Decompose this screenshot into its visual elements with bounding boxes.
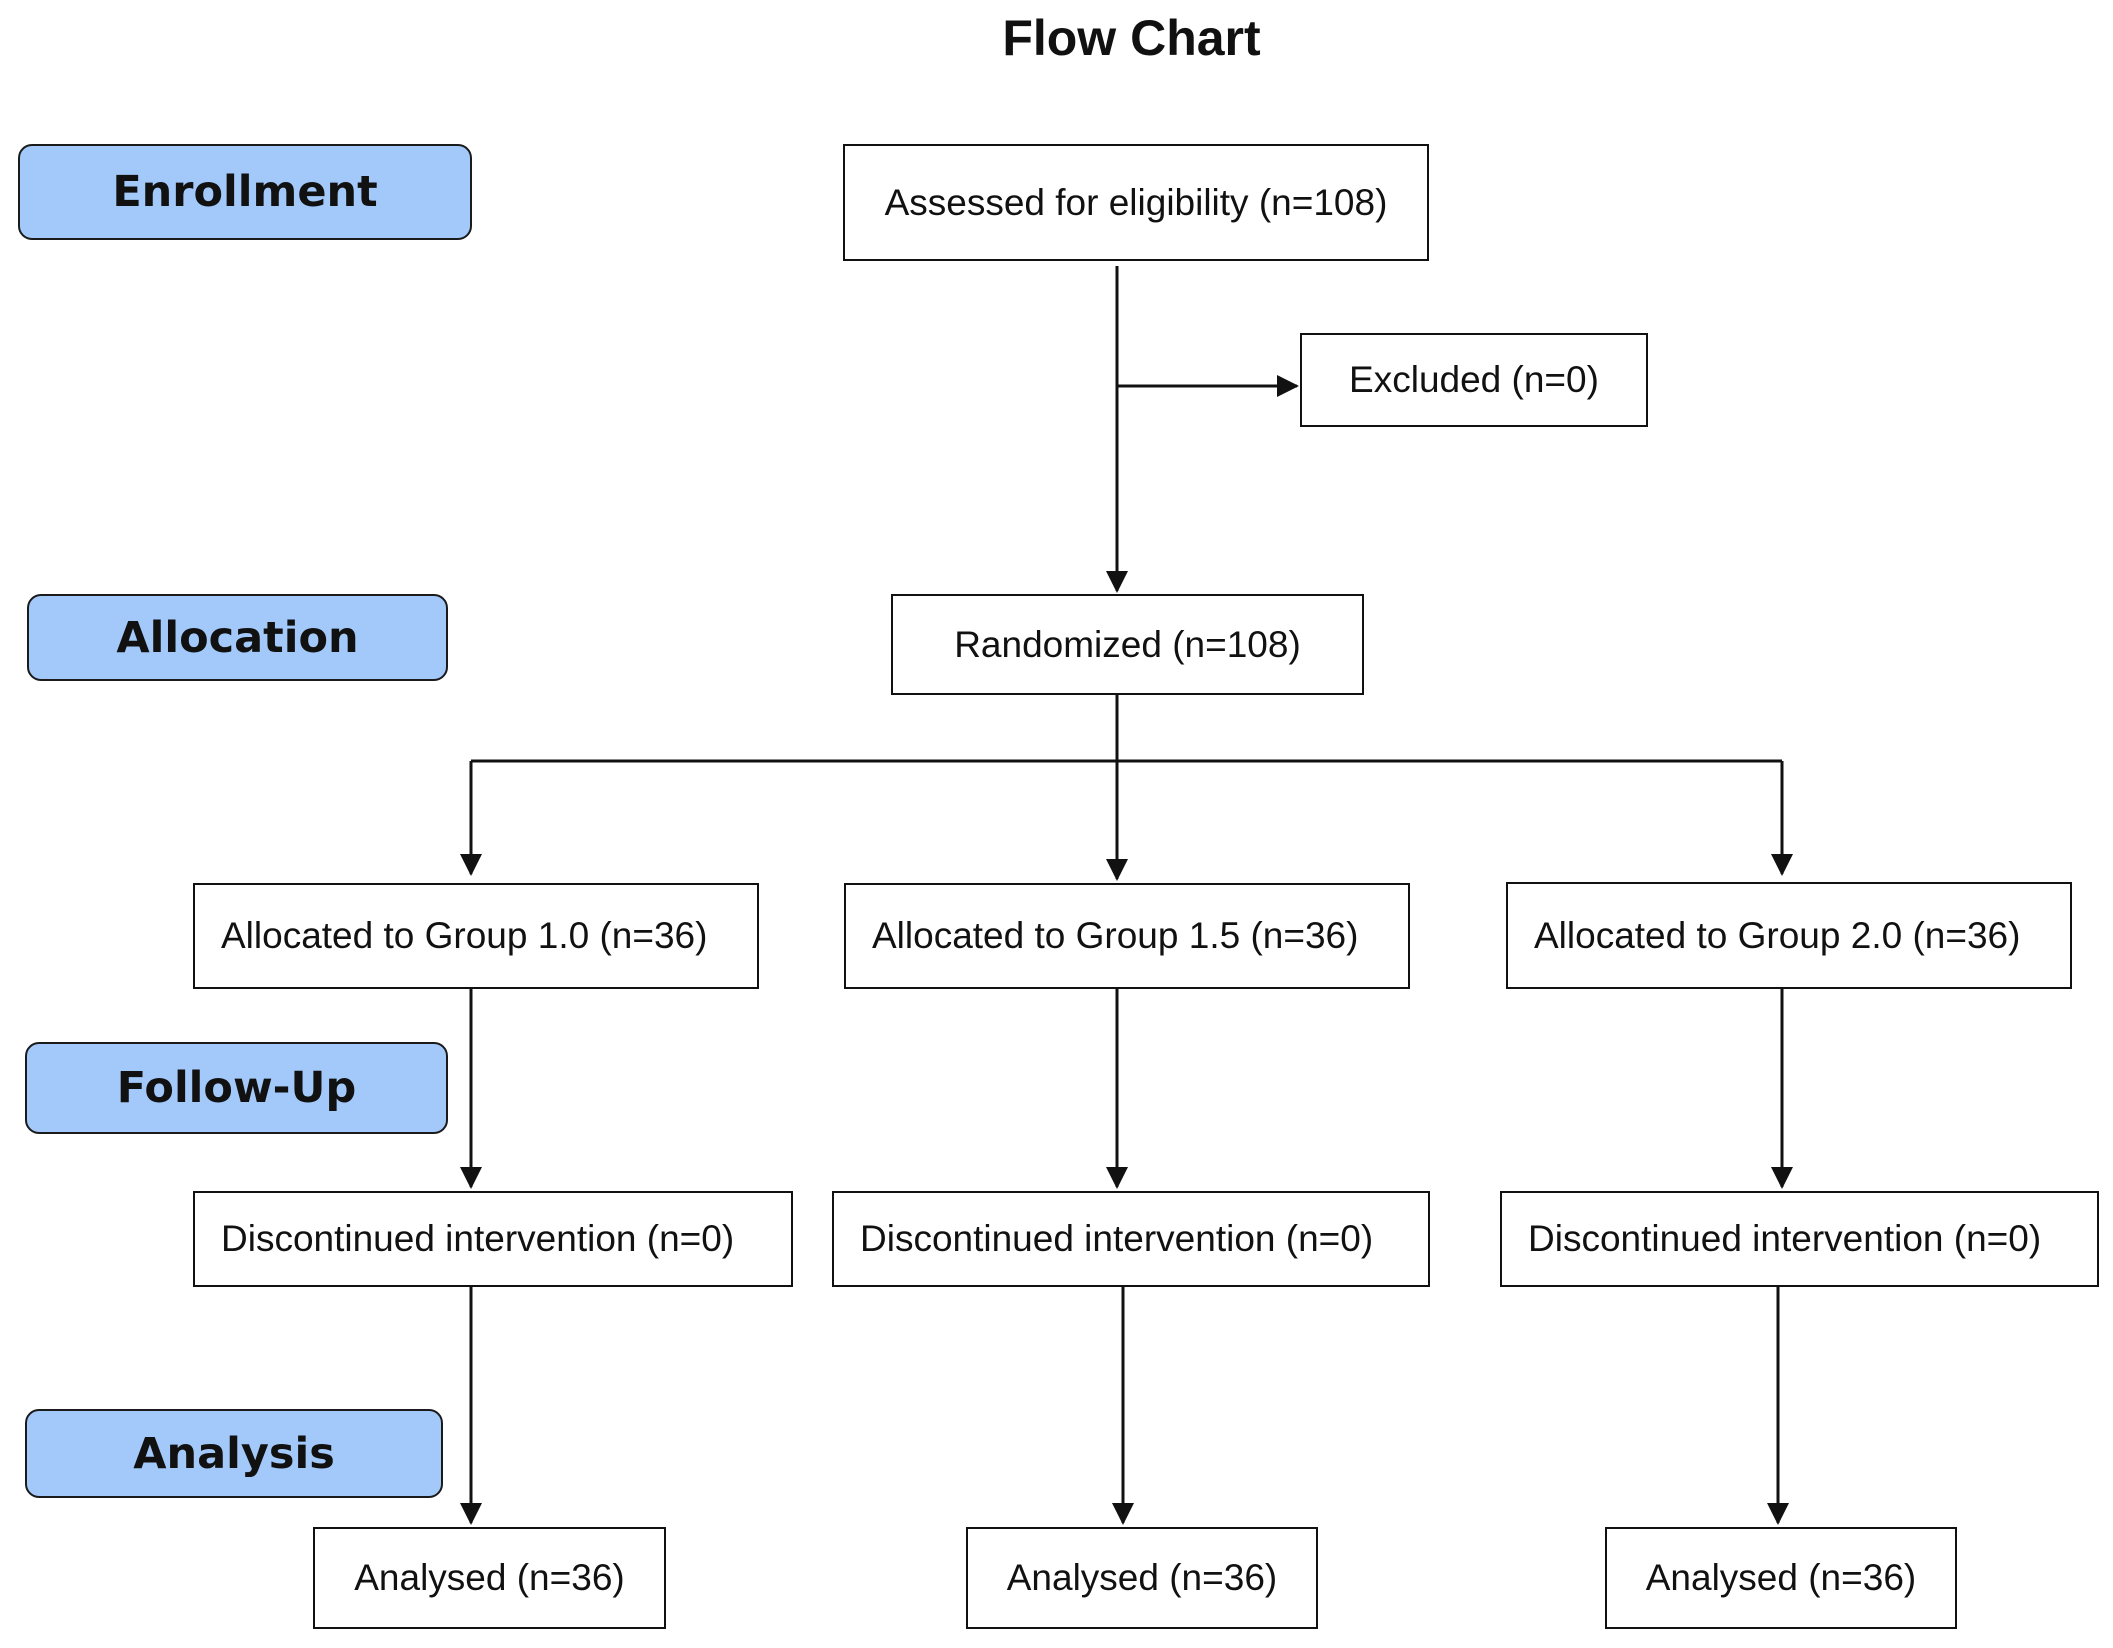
discontinued-group-2-box: Discontinued intervention (n=0): [832, 1191, 1430, 1287]
discontinued-group-1-box: Discontinued intervention (n=0): [193, 1191, 793, 1287]
flow-chart-title: Flow Chart: [1002, 10, 1261, 66]
analysed-group-1-box: Analysed (n=36): [313, 1527, 666, 1629]
stage-analysis: Analysis: [25, 1409, 443, 1498]
analysed-group-3-box: Analysed (n=36): [1605, 1527, 1957, 1629]
allocated-group-2-box: Allocated to Group 1.5 (n=36): [844, 883, 1410, 989]
excluded-box: Excluded (n=0): [1300, 333, 1648, 427]
analysed-group-2-box: Analysed (n=36): [966, 1527, 1318, 1629]
randomized-box: Randomized (n=108): [891, 594, 1364, 695]
allocated-group-1-box: Allocated to Group 1.0 (n=36): [193, 883, 759, 989]
stage-enrollment: Enrollment: [18, 144, 472, 240]
discontinued-group-3-box: Discontinued intervention (n=0): [1500, 1191, 2099, 1287]
stage-allocation: Allocation: [27, 594, 448, 681]
stage-follow-up: Follow-Up: [25, 1042, 448, 1134]
allocated-group-3-box: Allocated to Group 2.0 (n=36): [1506, 882, 2072, 989]
assessed-eligibility-box: Assessed for eligibility (n=108): [843, 144, 1429, 261]
